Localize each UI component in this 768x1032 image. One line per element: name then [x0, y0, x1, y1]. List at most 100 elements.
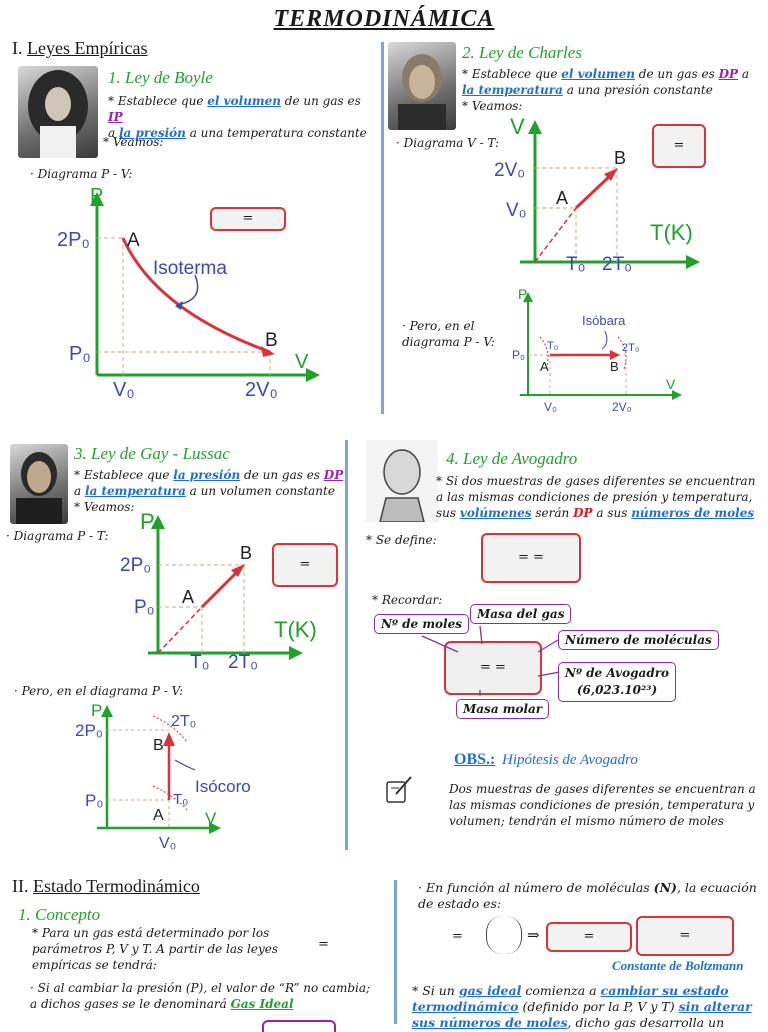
- avogadro-recordar-box: = =: [444, 641, 542, 695]
- charles-formula: =: [673, 138, 685, 153]
- obs-line: Dos muestras de gases diferentes se encu…: [449, 782, 756, 796]
- avogadro-define-box: = =: [481, 533, 581, 583]
- charles-veamos: * Veamos:: [462, 99, 523, 113]
- avogadro-moles: números de moles: [631, 506, 755, 520]
- gay-pero-label: · Pero, en el diagrama P - V:: [14, 684, 184, 698]
- charles-pv-tick-2v0: 2V₀: [612, 400, 632, 414]
- state-eq-box-1: =: [546, 922, 632, 952]
- boyle-volume: el volumen: [207, 94, 281, 108]
- state-eq-left: =: [452, 929, 463, 944]
- boyle-tick-v0: V₀: [113, 379, 135, 400]
- molecules-line: , la ecuación: [676, 880, 757, 895]
- boltzmann-label: Constante de Boltzmann: [612, 958, 744, 973]
- state-eq-box-2: =: [636, 916, 734, 956]
- thermo-term: termodinámico: [412, 999, 519, 1014]
- gay-point-b: B: [240, 543, 252, 563]
- charles-pv-t0: T₀: [547, 340, 558, 352]
- avogadro-volumes: volúmenes: [459, 506, 532, 520]
- gay-pv-point-a: A: [153, 807, 164, 824]
- section-2-title: Estado Termodinámico: [33, 876, 200, 896]
- gay-tick-p0: P₀: [134, 597, 155, 618]
- molecules-line: · En función al número de moléculas: [418, 880, 654, 895]
- boyle-curve-label: Isoterma: [153, 258, 227, 279]
- charles-tick-v0: V₀: [506, 200, 527, 221]
- avogadro-define-formula: = =: [518, 550, 544, 565]
- ideal-line: comienza a: [521, 983, 601, 998]
- obs-line: las mismas condiciones de presión, tempe…: [449, 798, 755, 812]
- gay-pv-axis-p: P: [91, 701, 102, 720]
- section-1-title: Leyes Empíricas: [27, 38, 148, 58]
- boyle-law-title: 1. Ley de Boyle: [108, 68, 213, 87]
- boyle-point-b: B: [265, 330, 278, 351]
- gay-formula-box: =: [272, 543, 338, 587]
- charles-text: * Establece que: [462, 67, 562, 81]
- avogadro-text: sus: [436, 506, 460, 520]
- gay-veamos: * Veamos:: [74, 500, 135, 514]
- gay-axis-t: T(K): [274, 617, 317, 642]
- boyle-portrait: [18, 66, 98, 158]
- molecules-n: (N): [653, 880, 677, 895]
- obs-line: volumen; tendrán el mismo número de mole…: [449, 814, 724, 828]
- boyle-ip: IP: [108, 110, 123, 124]
- obs-label: OBS.:: [454, 751, 496, 768]
- avogadro-text: * Si dos muestras de gases diferentes se…: [436, 474, 756, 488]
- boyle-tick-2p0: 2P₀: [57, 229, 90, 251]
- page-title: TERMODINÁMICA: [273, 6, 495, 32]
- obs-text: Dos muestras de gases diferentes se encu…: [449, 781, 765, 829]
- gay-point-a: A: [182, 587, 194, 607]
- state-eq-paren: [486, 916, 522, 954]
- gay-dp: DP: [323, 468, 344, 482]
- gay-tick-2t0: 2T₀: [228, 652, 258, 670]
- concepto-line: empíricas se tendrá:: [32, 958, 157, 972]
- callout-avogadro-number: Nº de Avogadro (6,023.10²³): [558, 662, 677, 702]
- avogadro-recordar: * Recordar:: [372, 593, 443, 607]
- gay-pv-axis-v: V: [205, 809, 217, 828]
- gay-text: a: [74, 484, 85, 498]
- callout-gas-mass: Masa del gas: [470, 604, 572, 624]
- callout-avogadro-label: Nº de Avogadro: [565, 666, 670, 680]
- boyle-diagram-label: · Diagrama P - V:: [30, 167, 133, 181]
- boyle-veamos: * Veamos:: [103, 135, 164, 149]
- avogadro-text: a las mismas condiciones de presión y te…: [436, 490, 753, 504]
- boyle-description: * Establece que el volumen de un gas es …: [108, 93, 378, 141]
- charles-text: a una presión constante: [562, 83, 713, 97]
- callout-molecules: Número de moléculas: [558, 630, 719, 650]
- gay-text: a un volumen constante: [185, 484, 335, 498]
- section-1-heading: I. Leyes Empíricas: [12, 38, 147, 59]
- concepto-title: 1. Concepto: [18, 905, 101, 924]
- boyle-point-a: A: [127, 230, 140, 251]
- charles-temperature: la temperatura: [462, 83, 563, 97]
- boyle-text: de un gas es: [280, 94, 361, 108]
- gas-ideal-line: a dichos gases se le denominará: [30, 997, 231, 1011]
- charles-text: a: [738, 67, 749, 81]
- gay-text: * Establece que: [74, 468, 174, 482]
- column-divider-bottom: [394, 880, 397, 1024]
- charles-pv-tick-p0: P₀: [512, 348, 525, 362]
- charles-formula-box: =: [652, 124, 706, 168]
- gay-pv-tick-p0: P₀: [85, 791, 103, 810]
- charles-axis-v: V: [510, 114, 525, 139]
- charles-description: * Establece que el volumen de un gas es …: [462, 66, 762, 114]
- charles-tick-2t0: 2T₀: [602, 254, 632, 275]
- boyle-formula: =: [242, 211, 254, 226]
- callout-avogadro-value: (6,023.10²³): [576, 683, 658, 697]
- gay-formula: =: [299, 557, 311, 572]
- charles-pv-2t0: 2T₀: [622, 342, 639, 354]
- gay-axis-p: P: [140, 509, 155, 534]
- charles-diagram-label: · Diagrama V - T:: [396, 136, 500, 150]
- gay-temperature: la temperatura: [84, 484, 186, 498]
- gay-pv-diagram: P V 2P₀ P₀ V₀ 2T₀ T₀ Isócoro A B: [75, 701, 251, 850]
- gay-pressure: la presión: [173, 468, 241, 482]
- charles-pv-label: Isóbara: [582, 313, 626, 328]
- section-2-heading: II. Estado Termodinámico: [12, 876, 200, 897]
- moles-term: sus números de moles: [412, 1015, 568, 1030]
- gay-pv-point-b: B: [153, 737, 164, 754]
- charles-pv-axis-v: V: [666, 376, 676, 392]
- gay-lussac-law-title: 3. Ley de Gay - Lussac: [74, 444, 230, 463]
- state-eq-2: =: [679, 928, 691, 943]
- concepto-line: * Para un gas está determinado por los: [32, 926, 270, 940]
- state-eq-1: =: [583, 929, 595, 944]
- gay-pv-t0: T₀: [173, 791, 188, 808]
- charles-tick-2v0: 2V₀: [494, 160, 525, 181]
- section-1-number: I.: [12, 38, 23, 58]
